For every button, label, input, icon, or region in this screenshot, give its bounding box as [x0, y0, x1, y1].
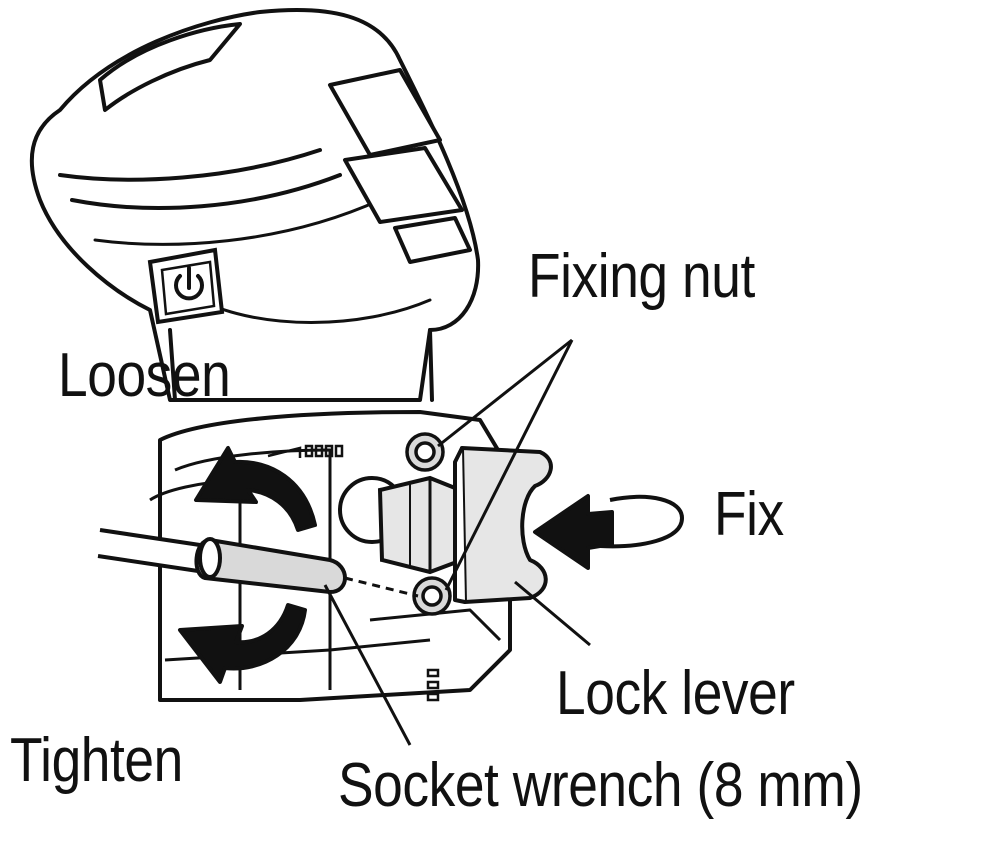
- leader-lines: [323, 338, 591, 746]
- power-switch: [147, 247, 225, 325]
- rotate-cw-arrow: [178, 603, 307, 684]
- motor-housing: [29, 8, 481, 402]
- fixing-nut-lower: [412, 576, 452, 616]
- fixing-nut-upper: [405, 432, 445, 472]
- label-lock-lever: Lock lever: [556, 659, 795, 728]
- clamp-knob: [338, 475, 465, 575]
- depth-scale: [267, 444, 440, 702]
- label-fixing-nut: Fixing nut: [528, 242, 755, 311]
- power-icon: [174, 266, 204, 301]
- rotate-ccw-arrow: [194, 446, 317, 532]
- socket-wrench: [97, 528, 347, 594]
- leader-socket-wrench: [323, 584, 412, 746]
- leader-fixing-nut-upper: [437, 338, 573, 448]
- label-tighten: Tighten: [10, 726, 183, 795]
- label-loosen: Loosen: [58, 341, 231, 410]
- label-socket-wrench: Socket wrench (8 mm): [338, 751, 863, 820]
- leader-lock-lever: [514, 580, 591, 647]
- push-left-arrow: [533, 494, 684, 570]
- wrench-guide-line: [344, 576, 419, 598]
- leader-fixing-nut-lower: [444, 339, 574, 591]
- label-fix: Fix: [714, 480, 784, 549]
- lock-lever: [453, 446, 553, 604]
